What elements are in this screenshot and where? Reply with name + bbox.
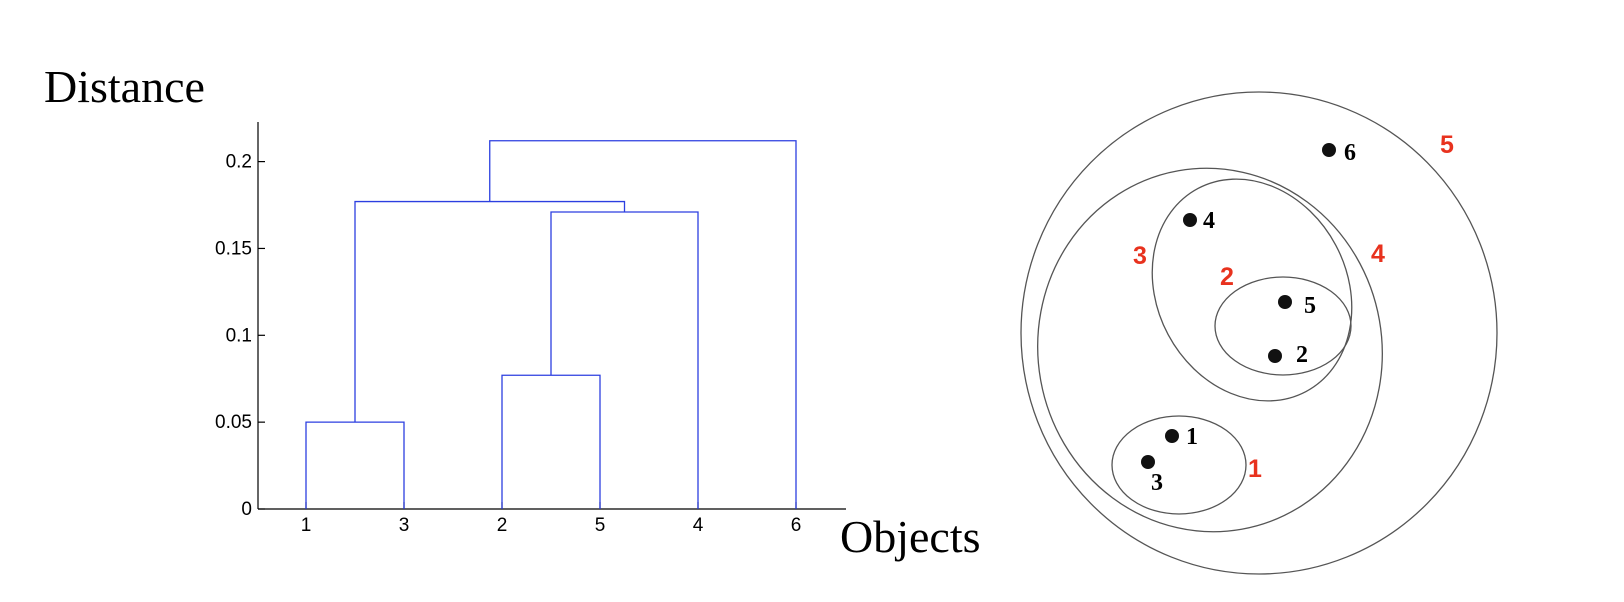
cluster-2-outline xyxy=(1214,276,1352,376)
cluster-1-outline xyxy=(1111,415,1247,515)
nested-cluster-diagram: 6 4 5 2 1 3 5 4 3 2 1 xyxy=(1020,91,1498,575)
point-label-5: 5 xyxy=(1304,293,1316,319)
x-tick-label: 4 xyxy=(693,515,704,536)
cluster-label-5: 5 xyxy=(1440,131,1454,159)
point-6 xyxy=(1322,143,1336,157)
cluster-3-outline xyxy=(1151,178,1353,402)
dendrogram-link-3 xyxy=(550,211,699,509)
y-tick-label: 0.1 xyxy=(226,325,252,346)
x-tick-label: 2 xyxy=(497,515,508,536)
cluster-label-1: 1 xyxy=(1248,455,1262,483)
y-tick-label: 0.2 xyxy=(226,152,252,173)
y-tick-label: 0.15 xyxy=(215,238,252,259)
point-label-1: 1 xyxy=(1186,424,1198,450)
y-ticks: 0 0.05 0.1 0.15 0.2 xyxy=(215,152,265,520)
dendrogram-link-2 xyxy=(501,374,601,509)
cluster-label-3: 3 xyxy=(1133,242,1147,270)
y-tick-label: 0 xyxy=(241,499,252,520)
point-label-3: 3 xyxy=(1151,470,1163,496)
x-tick-label: 3 xyxy=(399,515,410,536)
point-5 xyxy=(1278,295,1292,309)
dendrogram-link-1 xyxy=(305,421,405,509)
point-3 xyxy=(1141,455,1155,469)
point-1 xyxy=(1165,429,1179,443)
dendrogram-chart: Distance Objects 0 0.05 0.1 0.15 0.2 1 3 2 5 4 6 xyxy=(44,61,981,562)
x-tick-label: 6 xyxy=(791,515,802,536)
point-2 xyxy=(1268,349,1282,363)
y-tick-label: 0.05 xyxy=(215,412,252,433)
x-ticks: 1 3 2 5 4 6 xyxy=(301,502,802,536)
cluster-label-2: 2 xyxy=(1220,263,1234,291)
x-tick-label: 5 xyxy=(595,515,606,536)
y-axis-label: Distance xyxy=(44,61,205,112)
x-axis-label: Objects xyxy=(840,511,981,562)
point-label-6: 6 xyxy=(1344,140,1356,166)
dendrogram-link-5 xyxy=(489,140,797,509)
cluster-label-4: 4 xyxy=(1371,240,1385,268)
x-tick-label: 1 xyxy=(301,515,312,536)
dendrogram-link-4 xyxy=(354,200,626,423)
point-label-2: 2 xyxy=(1296,342,1308,368)
cluster-4-outline xyxy=(1037,167,1383,533)
point-label-4: 4 xyxy=(1203,208,1215,234)
cluster-5-outline xyxy=(1020,91,1498,575)
dendrogram-links xyxy=(305,140,797,509)
point-4 xyxy=(1183,213,1197,227)
